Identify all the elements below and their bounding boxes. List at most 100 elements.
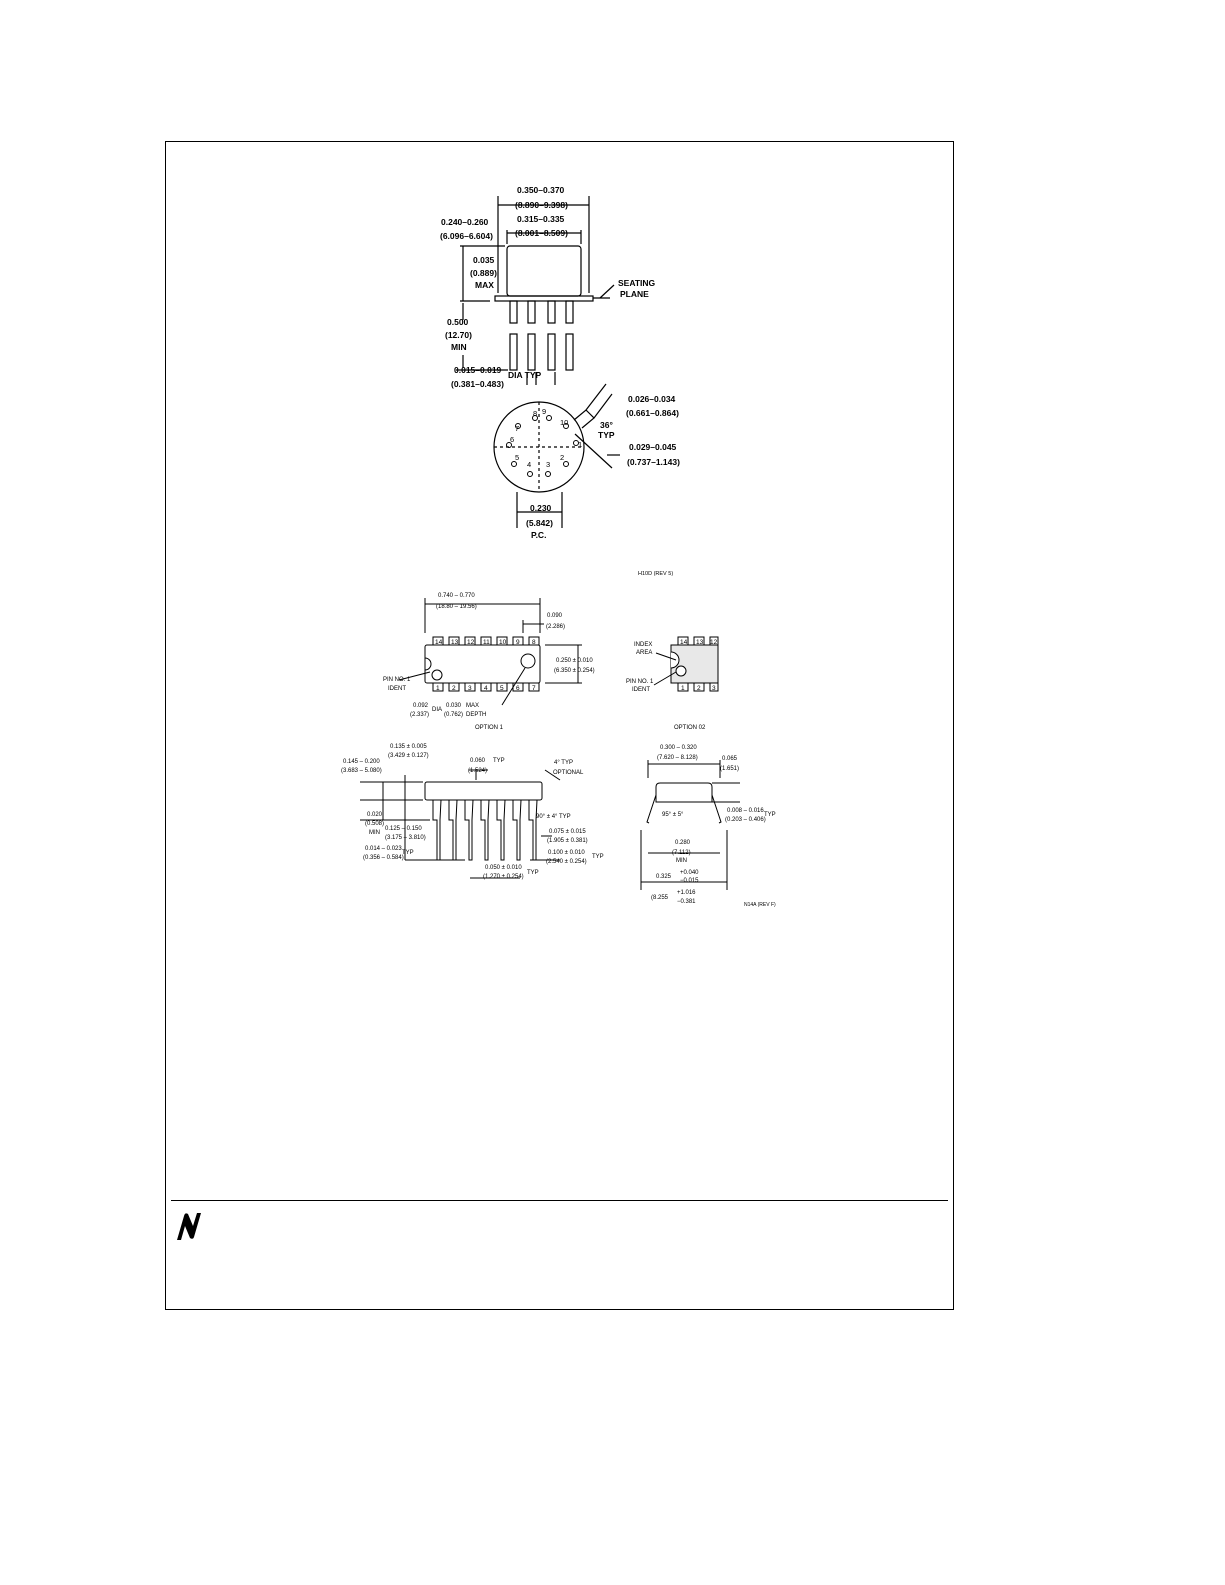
side-dim-c: 0.060 [470,758,486,764]
dip-pin-label: 13 [451,639,459,646]
page-frame [165,141,954,1310]
side-optional: OPTIONAL [553,770,584,776]
to-pin-label: 9 [542,407,546,416]
national-semiconductor-logo-icon [177,1213,201,1240]
dip-pin-label: 1 [436,685,440,692]
dip-pin-label: 11 [483,639,490,646]
to-pin-label: 1 [578,440,582,449]
to-pin-label: 3 [546,460,550,469]
to-pin-label: 5 [515,453,519,462]
dim-flange-mm: (0.889) [470,268,497,278]
side-typ-4: TYP [527,870,539,876]
to-pin-label: 8 [533,409,537,418]
dip-end-body [655,782,713,803]
dip-dim-width: 0.250 ± 0.010 [556,658,593,664]
end-dim-e-minus: −0.015 [680,878,699,884]
end-dim-e: 0.325 [656,874,672,880]
side-dim-b: 0.145 – 0.200 [343,759,380,765]
dip-depth-label: DEPTH [466,712,486,718]
dip-top-pin-boxes [432,636,540,692]
side-dim-a: 0.135 ± 0.005 [390,744,427,750]
dip-pin1-ident-a: PIN NO. 1 [383,677,411,683]
to-drawing-ref: H10D (REV 5) [638,571,673,577]
dip-top-body [424,644,541,684]
dim-tab-length-mm: (0.737–1.143) [627,457,680,467]
dip-drawing-ref: N14A (REV F) [744,902,776,908]
dip-pin1-ident-b: IDENT [388,686,406,692]
dip-dim-length-mm: (18.80 – 19.56) [436,604,477,610]
side-min: MIN [369,830,380,836]
side-typ-1: TYP [493,758,505,764]
dip-pin-label: 2 [452,685,456,692]
end-dim-d-mm: (7.112) [672,850,691,856]
pc-label: P.C. [531,530,546,540]
end-dim-a-mm: (7.620 – 8.128) [657,755,698,761]
dip-pin-label: 6 [516,685,520,692]
dia-typ: DIA TYP [508,370,542,380]
to-pin-label: 10 [560,418,568,427]
dim-pc: 0.230 [530,503,552,513]
dip-dim-end-mm: (2.286) [546,624,565,630]
dip-option1: OPTION 1 [475,725,504,731]
end-dim-b-mm: (1.651) [720,766,739,772]
dip-opt2-pin1-b: IDENT [632,687,650,693]
end-angle-95: 95° ± 5° [662,812,684,818]
dim-lead-dia: 0.015–0.019 [454,365,502,375]
to-pin-label: 2 [560,453,564,462]
dim-height-mm: (6.096–6.604) [440,231,493,241]
dip-pin-label: 13 [696,639,704,646]
end-min: MIN [676,858,687,864]
side-dim-b-mm: (3.683 – 5.080) [341,768,382,774]
end-dim-e-mm-plus: +1.016 [677,890,696,896]
dip-max-label: MAX [466,703,479,709]
dip-pin-label: 10 [499,639,507,646]
side-dim-d: 0.020 [367,812,383,818]
dim-overall-width-mm: (8.890–9.398) [515,200,568,210]
end-dim-e-mm-minus: −0.381 [677,899,696,905]
to-pin-label: 7 [515,424,519,433]
side-dim-a-mm: (3.429 ± 0.127) [388,753,429,759]
angle-typ: TYP [598,430,615,440]
dip-dim-dia: 0.092 [413,703,429,709]
dip-pin-label: 9 [516,639,520,646]
dim-body-width: 0.315–0.335 [517,214,565,224]
side-dim-h: 0.100 ± 0.010 [548,850,585,856]
side-typ-2: TYP [402,850,414,856]
side-angle-4: 4° TYP [554,760,573,766]
dip-index-area-b: AREA [636,650,652,656]
end-dim-d: 0.280 [675,840,691,846]
to-pin-label: 4 [527,460,531,469]
dip-pin-label: 12 [710,639,718,646]
footer-rule [171,1200,948,1201]
angle-36: 36° [600,420,613,430]
dim-body-width-mm: (8.001–8.509) [515,228,568,238]
dip-pin-label: 7 [532,685,536,692]
end-dim-c-mm: (0.203 – 0.406) [725,817,766,823]
dim-overall-width: 0.350–0.370 [517,185,565,195]
dip-pin-label: 12 [467,639,475,646]
seating-plane-2: PLANE [620,289,649,299]
dim-lead-length-mm: (12.70) [445,330,472,340]
end-dim-a: 0.300 – 0.320 [660,745,697,751]
end-dim-e-mm: (8.255 [651,895,669,901]
side-angle-90: 90° ± 4° TYP [536,814,571,820]
side-dim-i-mm: (1.270 ± 0.254) [483,874,524,880]
dip-pin-label: 3 [712,685,716,692]
dip-pin-label: 8 [532,639,536,646]
dim-lead-length: 0.500 [447,317,469,327]
side-typ-3: TYP [592,854,604,860]
dip-dia-label: DIA [432,707,442,713]
dim-flange: 0.035 [473,255,495,265]
side-dim-e: 0.125 – 0.150 [385,826,422,832]
to-pin-label: 6 [510,435,514,444]
dim-lead-dia-mm: (0.381–0.483) [451,379,504,389]
dip-dim-depth-mm: (0.762) [444,712,463,718]
dip-pin-label: 2 [697,685,701,692]
dip-option2: OPTION 02 [674,725,706,731]
side-dim-i: 0.050 ± 0.010 [485,865,522,871]
dip-pin-label: 14 [680,639,688,646]
dim-tab-length: 0.029–0.045 [629,442,677,452]
dip-dim-width-mm: (6.350 ± 0.254) [554,668,595,674]
